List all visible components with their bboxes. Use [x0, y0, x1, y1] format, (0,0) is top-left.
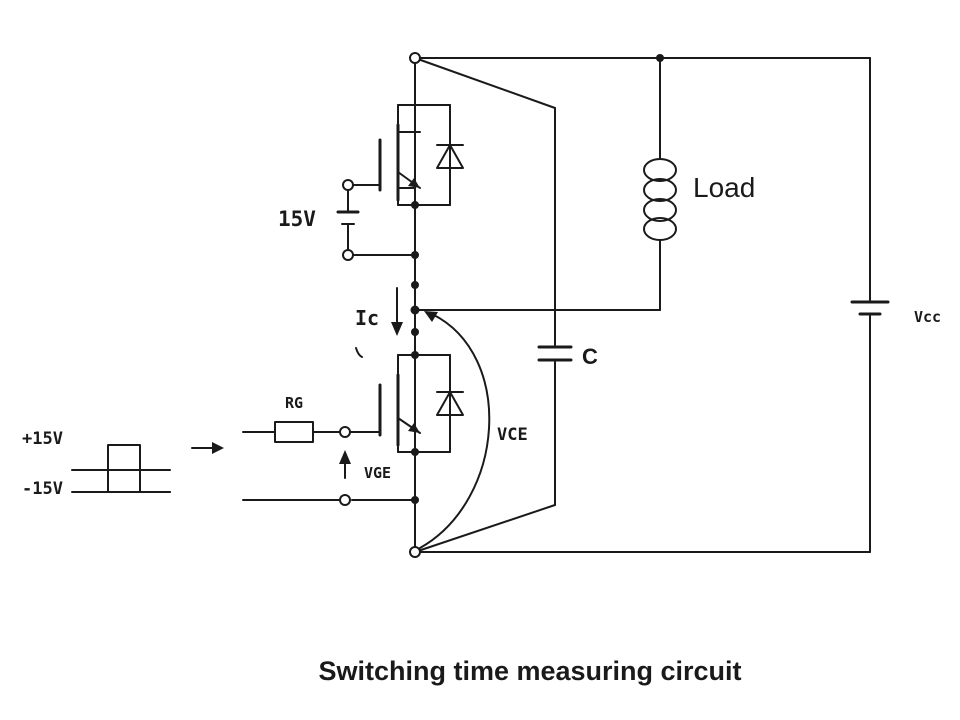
capacitor — [537, 345, 573, 362]
upper-diode — [414, 104, 464, 206]
stray-mark — [355, 347, 363, 358]
input-arrow — [191, 442, 224, 454]
pulse-waveform — [71, 444, 171, 493]
load-inductor — [643, 158, 677, 241]
current-arrow — [391, 287, 403, 336]
diagram-caption: Switching time measuring circuit — [318, 656, 742, 686]
vge-label: VGE — [364, 464, 391, 482]
pulse-low-label: -15V — [22, 479, 63, 499]
gate-drive — [242, 421, 416, 501]
gate-supply-label: 15V — [278, 207, 316, 231]
main-wiring — [414, 57, 871, 553]
supply-label: Vcc — [914, 308, 941, 326]
capacitor-label: C — [582, 344, 598, 369]
gate-bias-battery — [336, 184, 416, 256]
vce-label: VCE — [497, 425, 528, 445]
upper-igbt — [347, 104, 421, 206]
lower-diode — [414, 354, 464, 453]
pulse-high-label: +15V — [22, 429, 63, 449]
gate-resistor-label: RG — [285, 394, 303, 412]
vce-arrow — [419, 311, 491, 549]
load-label: Load — [693, 172, 755, 203]
junctions — [410, 54, 664, 504]
current-label: Ic — [355, 306, 379, 330]
lower-igbt — [344, 354, 421, 453]
supply-battery — [850, 300, 890, 323]
terminals — [339, 52, 421, 558]
vge-arrow — [339, 450, 351, 479]
